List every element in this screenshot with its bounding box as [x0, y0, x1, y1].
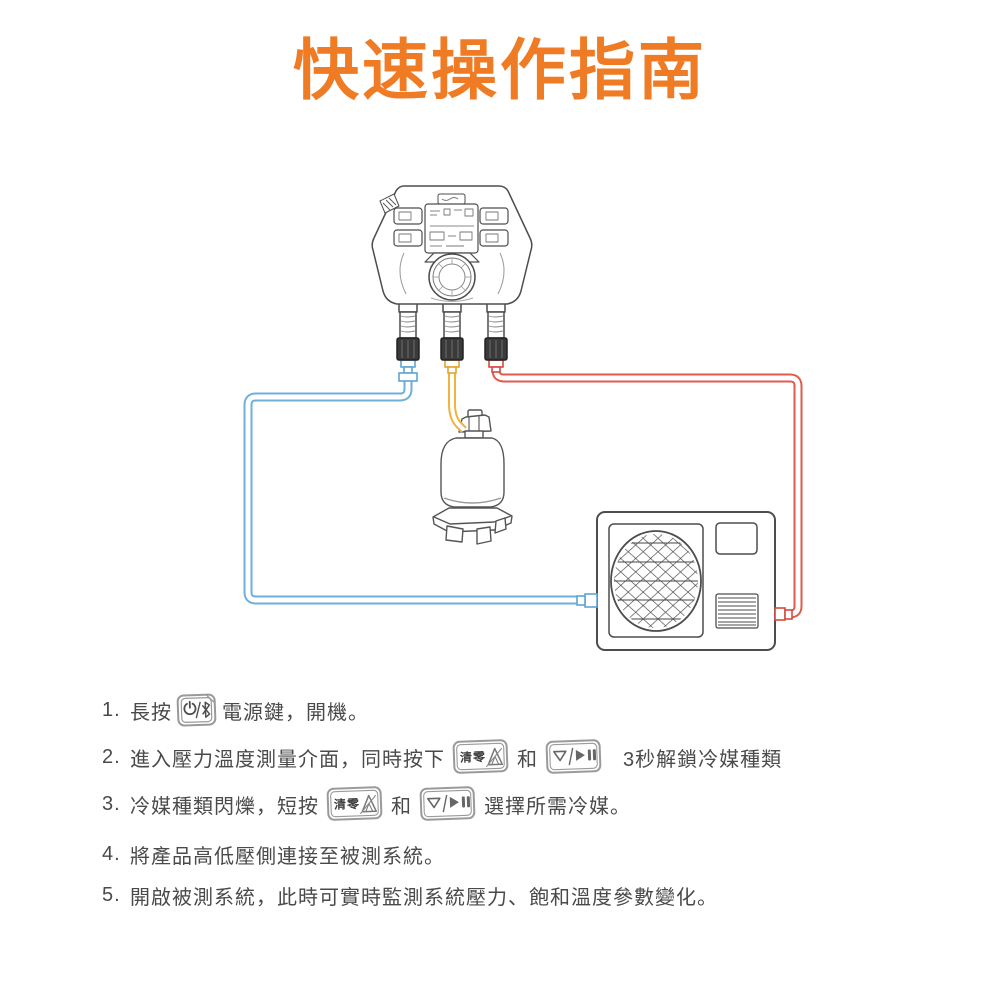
vent-grille-icon	[715, 593, 759, 629]
gauge-buttons	[393, 207, 509, 247]
refrigerant-hose-yellow	[444, 359, 467, 433]
step-4: 4. 將產品高低壓側連接至被測系統。	[102, 841, 942, 868]
play-icon	[575, 749, 585, 761]
up-arrow-icon	[485, 747, 504, 768]
manifold-gauge-illustration	[371, 185, 533, 361]
step-text: 長按	[130, 701, 172, 724]
down-play-pause-key-icon	[544, 737, 603, 777]
outdoor-ac-unit-illustration	[596, 511, 776, 651]
step-number: 4.	[102, 843, 121, 865]
zero-up-arrow-key-icon: 清零	[325, 784, 384, 824]
step-text: 3秒解鎖冷媒種類	[623, 748, 783, 771]
refrigerant-tank-illustration	[432, 409, 513, 545]
step-1: 1. 長按 電源鍵，開機。	[102, 689, 942, 731]
low-pressure-hose-blue	[243, 359, 598, 608]
step-text: 進入壓力溫度測量介面，同時按下	[130, 748, 445, 771]
step-text: 電源鍵，開機。	[222, 701, 369, 724]
step-number: 5.	[102, 884, 121, 906]
down-arrow-icon	[427, 797, 441, 809]
step-5: 5. 開啟被測系統，此時可實時監測系統壓力、飽和溫度參數變化。	[102, 882, 942, 909]
step-text: 選擇所需冷媒。	[484, 795, 631, 818]
pause-icon	[587, 749, 597, 761]
play-icon	[449, 796, 459, 808]
corner-sticker-icon	[379, 193, 400, 214]
slash-icon	[195, 701, 201, 719]
svg-text:清零: 清零	[460, 749, 487, 765]
power-bluetooth-key-icon	[175, 691, 218, 728]
down-arrow-icon	[553, 750, 567, 762]
high-pressure-hose-red	[488, 359, 803, 621]
down-play-pause-key-icon	[418, 784, 477, 824]
step-text: 和	[391, 795, 412, 818]
step-text: 和	[517, 748, 538, 771]
gauge-display	[424, 203, 479, 254]
pause-icon	[461, 796, 471, 808]
bluetooth-icon	[201, 701, 211, 718]
slash-icon	[442, 794, 448, 813]
power-icon	[183, 700, 197, 716]
brand-label-icon	[437, 193, 466, 205]
slash-icon	[568, 747, 574, 766]
step-number: 1.	[102, 698, 121, 721]
sight-glass-icon	[428, 253, 476, 302]
zero-up-arrow-key-icon: 清零	[451, 737, 510, 777]
step-text: 冷媒種類閃爍，短按	[130, 795, 319, 818]
page-title: 快速操作指南	[293, 33, 707, 107]
svg-text:清零: 清零	[334, 796, 361, 812]
step-number: 2.	[102, 745, 121, 768]
step-2: 2. 進入壓力溫度測量介面，同時按下 清零 和	[102, 735, 942, 779]
step-text: 將產品高低壓側連接至被測系統。	[130, 846, 445, 868]
instruction-steps: 1. 長按 電源鍵，開機。 2. 進入壓力溫度測量介面，同時	[102, 689, 942, 909]
up-arrow-icon	[359, 794, 378, 815]
step-3: 3. 冷媒種類閃爍，短按 清零 和	[102, 782, 942, 826]
step-text: 開啟被測系統，此時可實時監測系統壓力、飽和溫度參數變化。	[130, 887, 718, 909]
gauge-ports	[396, 302, 508, 361]
step-number: 3.	[102, 792, 121, 815]
